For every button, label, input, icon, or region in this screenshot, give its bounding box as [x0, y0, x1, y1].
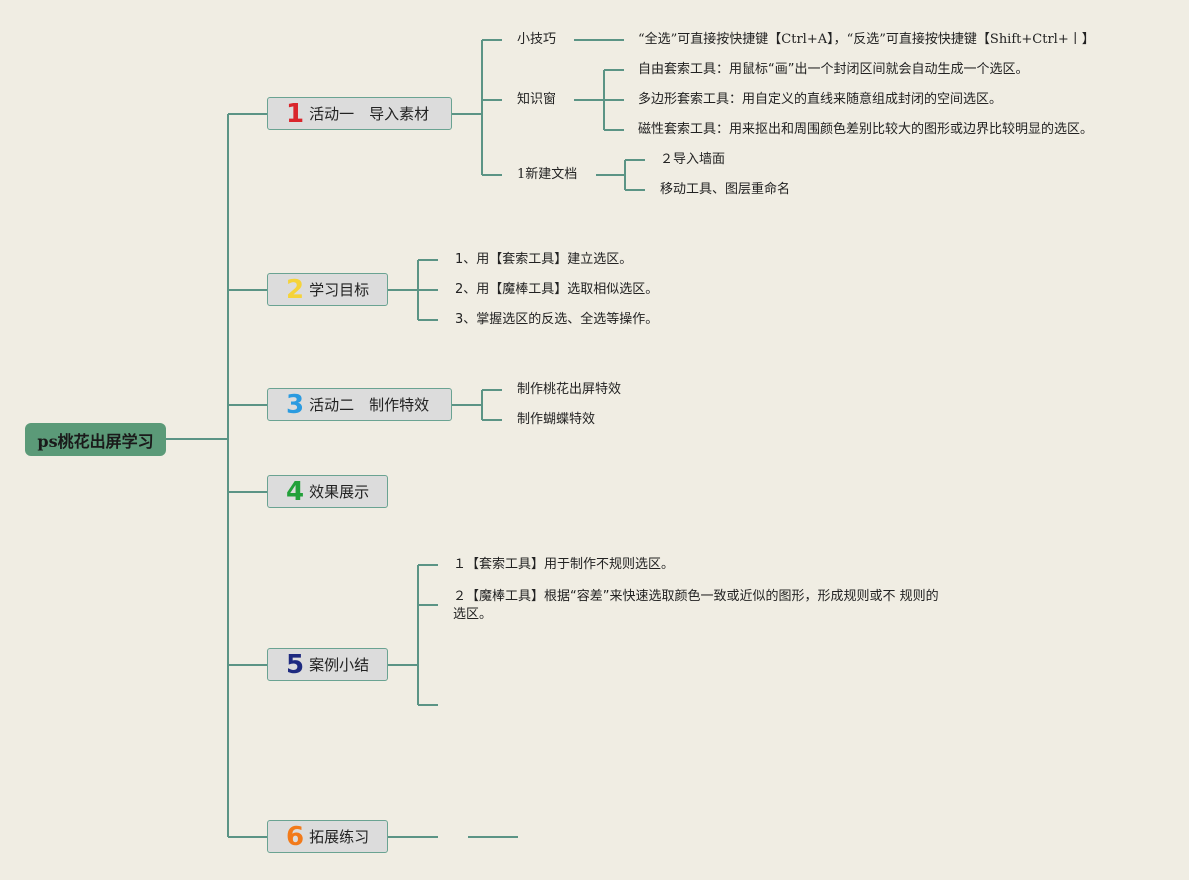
knowledge-item[interactable]: 自由套索工具：用鼠标“画”出一个封闭区间就会自动生成一个选区。 [638, 62, 1029, 77]
topic-2[interactable]: 2 学习目标 [267, 273, 388, 306]
number-2-icon: 2 [286, 274, 305, 305]
activity-item[interactable]: 制作桃花出屏特效 [517, 382, 622, 397]
topic-label: 拓展练习 [309, 828, 370, 846]
root-topic[interactable]: ps桃花出屏学习 [25, 423, 166, 456]
topic-label: 学习目标 [309, 281, 370, 299]
subtopic-new-doc[interactable]: 1新建文档 [517, 167, 578, 182]
goal-item[interactable]: 3、掌握选区的反选、全选等操作。 [455, 312, 659, 327]
goal-item[interactable]: 2、用【魔棒工具】选取相似选区。 [455, 282, 659, 297]
goal-item[interactable]: 1、用【套索工具】建立选区。 [455, 252, 633, 267]
topic-4[interactable]: 4 效果展示 [267, 475, 388, 508]
topic-5[interactable]: 5 案例小结 [267, 648, 388, 681]
knowledge-item[interactable]: 多边形套索工具：用自定义的直线来随意组成封闭的空间选区。 [638, 92, 1003, 107]
tips-detail[interactable]: “全选”可直接按快捷键【Ctrl+A】，“反选”可直接按快捷键【Shift+Ct… [638, 32, 1095, 47]
topic-label: 案例小结 [309, 656, 370, 674]
topic-3[interactable]: 3 活动二 制作特效 [267, 388, 452, 421]
topic-6[interactable]: 6 拓展练习 [267, 820, 388, 853]
number-6-icon: 6 [286, 821, 305, 852]
topic-label: 活动二 制作特效 [309, 396, 430, 414]
number-3-icon: 3 [286, 389, 305, 420]
topic-label: 活动一 导入素材 [309, 105, 430, 123]
number-4-icon: 4 [286, 476, 305, 507]
topic-label: 效果展示 [309, 483, 370, 501]
new-doc-step[interactable]: ２导入墙面 [660, 152, 726, 167]
subtopic-knowledge[interactable]: 知识窗 [517, 92, 557, 107]
topic-1[interactable]: 1 活动一 导入素材 [267, 97, 452, 130]
number-1-icon: 1 [286, 98, 305, 129]
root-label: ps桃花出屏学习 [37, 431, 154, 451]
summary-item[interactable]: ２【魔棒工具】根据“容差”来快速选取颜色一致或近似的图形，形成规则或不 规则的选… [453, 589, 939, 622]
activity-item[interactable]: 制作蝴蝶特效 [517, 412, 596, 427]
knowledge-item[interactable]: 磁性套索工具：用来抠出和周围颜色差别比较大的图形或边界比较明显的选区。 [638, 122, 1094, 137]
summary-item[interactable]: １【套索工具】用于制作不规则选区。 [453, 557, 675, 572]
subtopic-tips[interactable]: 小技巧 [517, 32, 557, 47]
new-doc-step[interactable]: 移动工具、图层重命名 [660, 182, 791, 197]
number-5-icon: 5 [286, 649, 305, 680]
